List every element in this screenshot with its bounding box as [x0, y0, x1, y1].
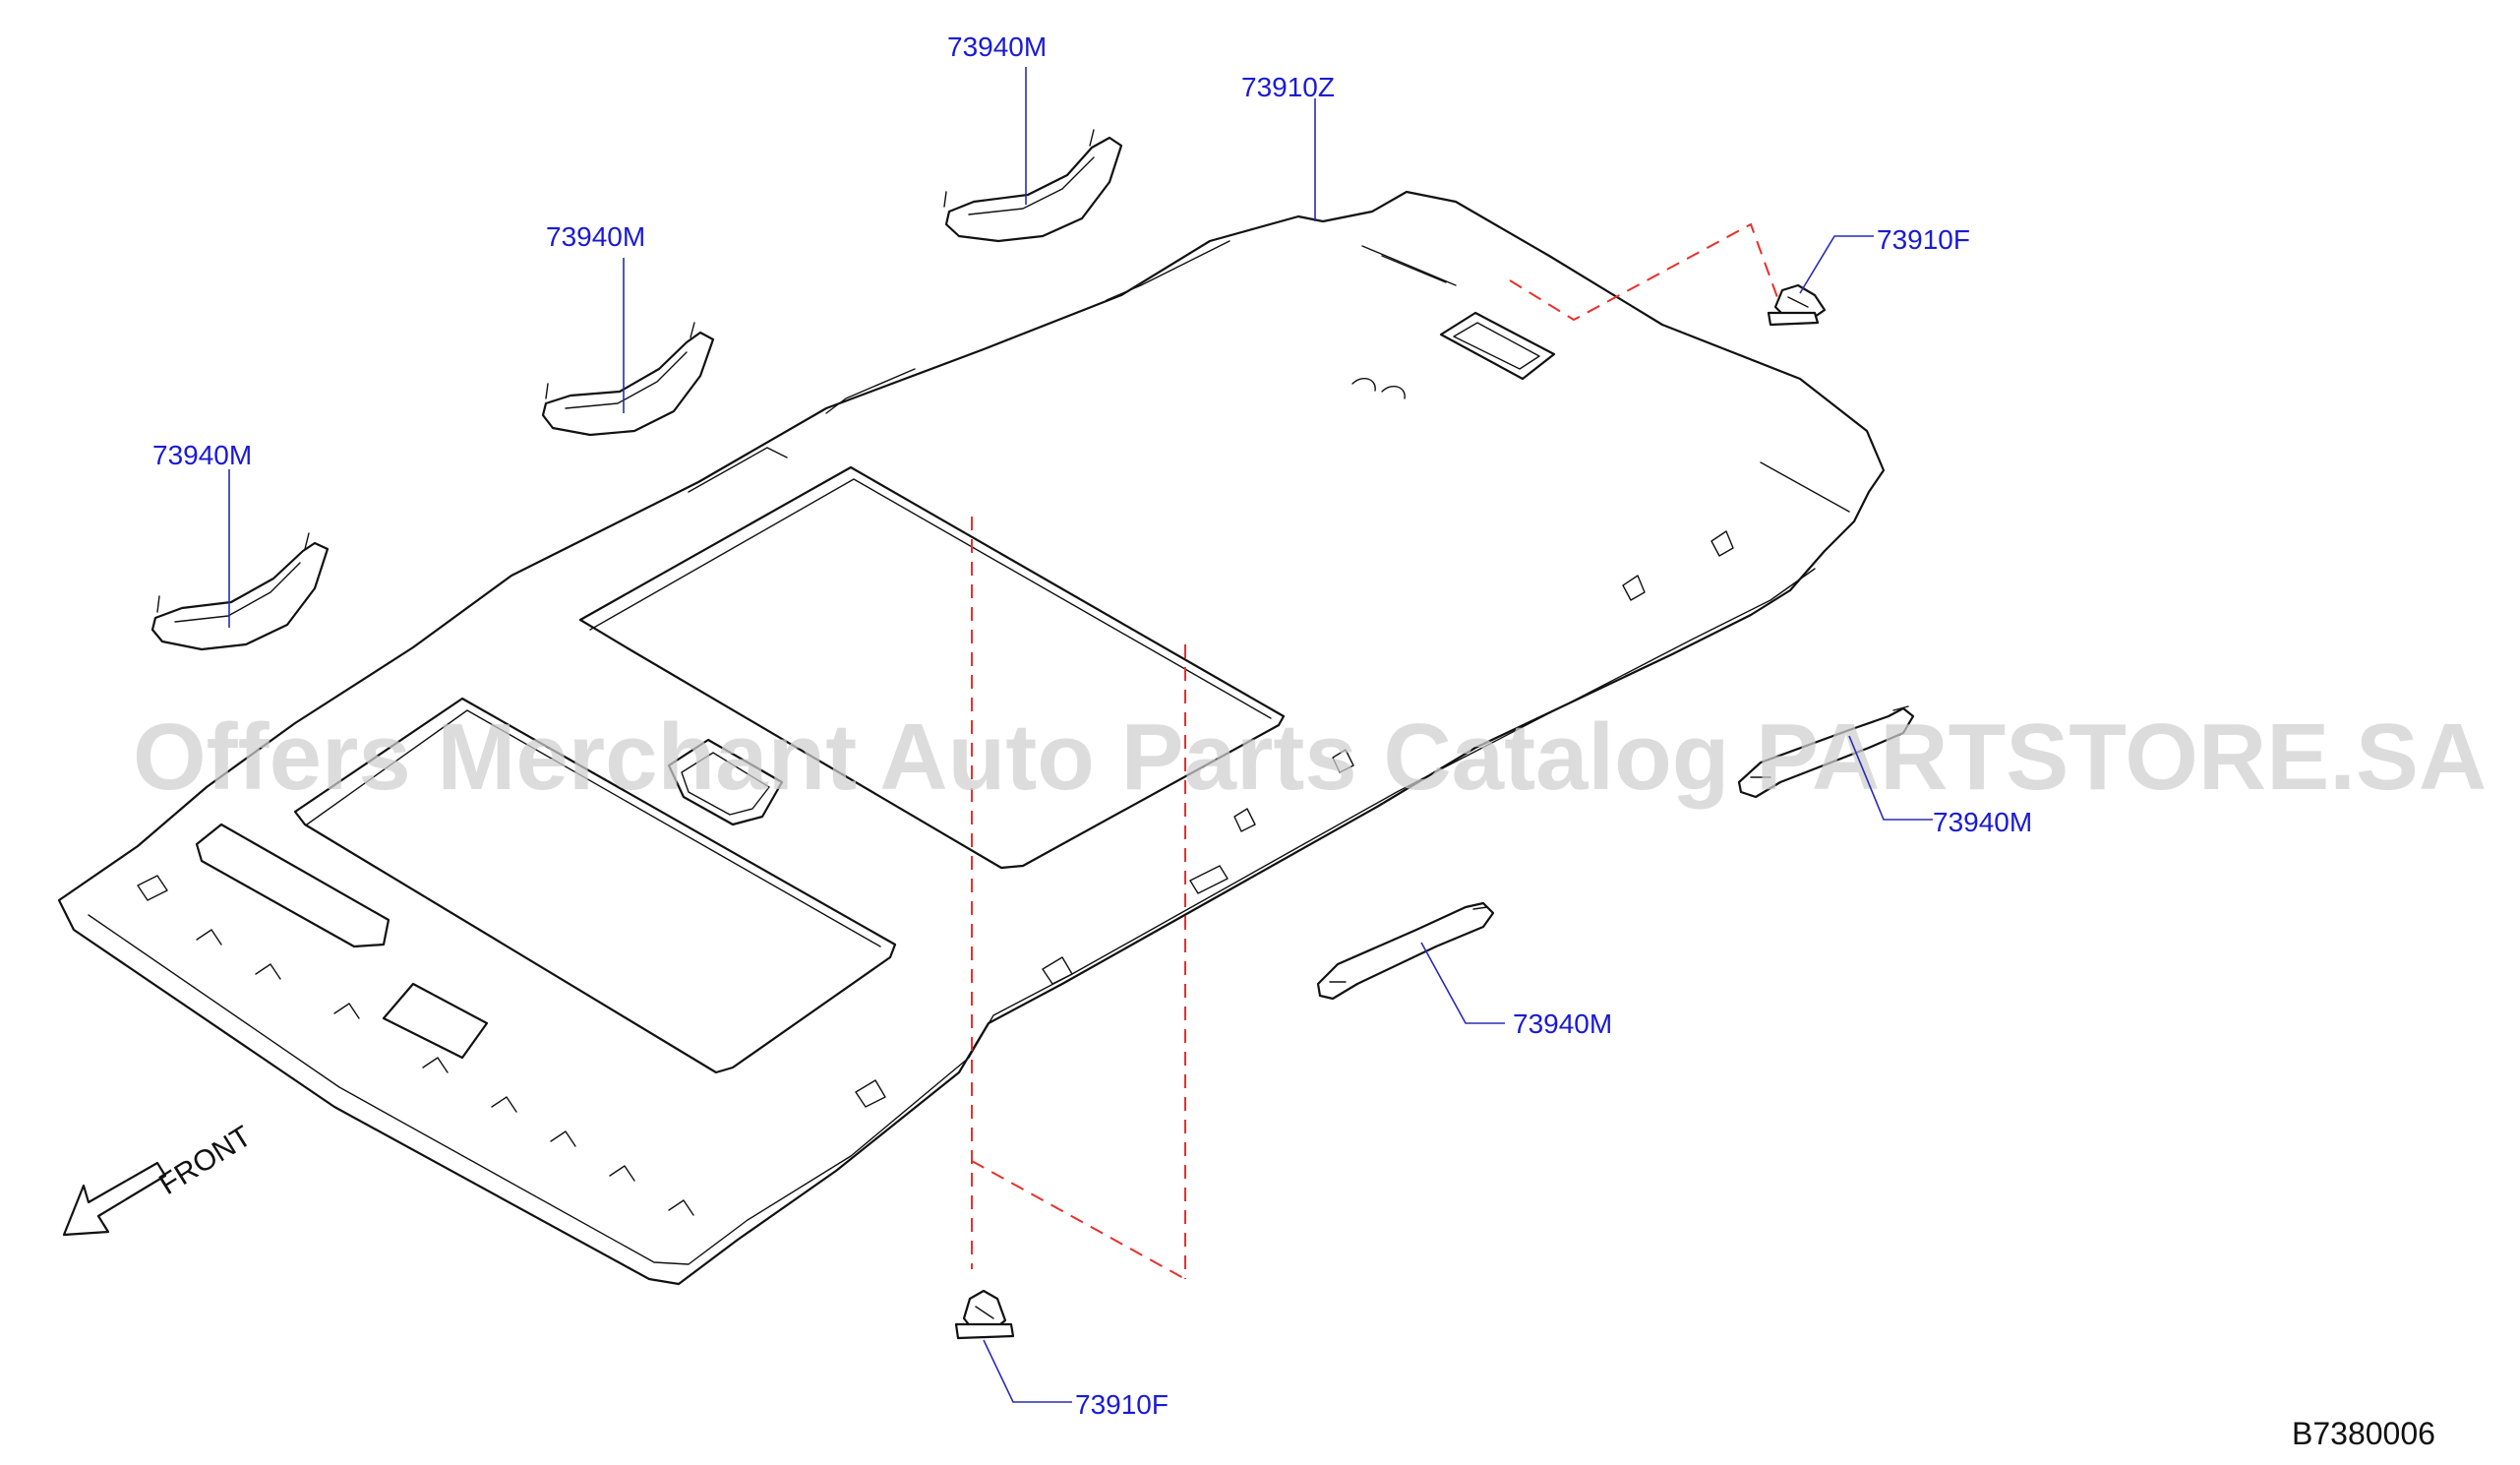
leader-lines: [228, 67, 1933, 1403]
assembly-dashed-lines: [971, 222, 1779, 1280]
part-label-lining[interactable]: 73910Z: [1241, 72, 1335, 102]
assist-grip-right-upper[interactable]: [1737, 705, 1915, 799]
part-label-grip-right-upper[interactable]: 73940M: [1933, 807, 2032, 837]
front-direction-arrow: [62, 1161, 167, 1237]
clip-right[interactable]: [1767, 283, 1827, 327]
assist-grip-top[interactable]: [943, 129, 1123, 243]
assist-grip-mid[interactable]: [541, 322, 715, 437]
assist-grip-left[interactable]: [150, 532, 330, 651]
part-label-grip-right-lower[interactable]: 73940M: [1513, 1008, 1612, 1039]
assist-grip-right-lower[interactable]: [1316, 901, 1495, 1001]
front-label: FRONT: [153, 1120, 257, 1201]
clip-bottom[interactable]: [954, 1289, 1015, 1340]
diagram-code: B7380006: [2292, 1416, 2435, 1451]
part-label-grip-left[interactable]: 73940M: [152, 440, 252, 470]
watermark-text: Offers Merchant Auto Parts Catalog PARTS…: [133, 704, 2487, 810]
part-label-clip-bottom[interactable]: 73910F: [1075, 1389, 1169, 1420]
part-label-clip-right[interactable]: 73910F: [1877, 224, 1970, 255]
part-label-grip-top[interactable]: 73940M: [947, 31, 1047, 62]
part-label-grip-mid[interactable]: 73940M: [546, 221, 645, 252]
roof-lining[interactable]: [57, 190, 1886, 1286]
